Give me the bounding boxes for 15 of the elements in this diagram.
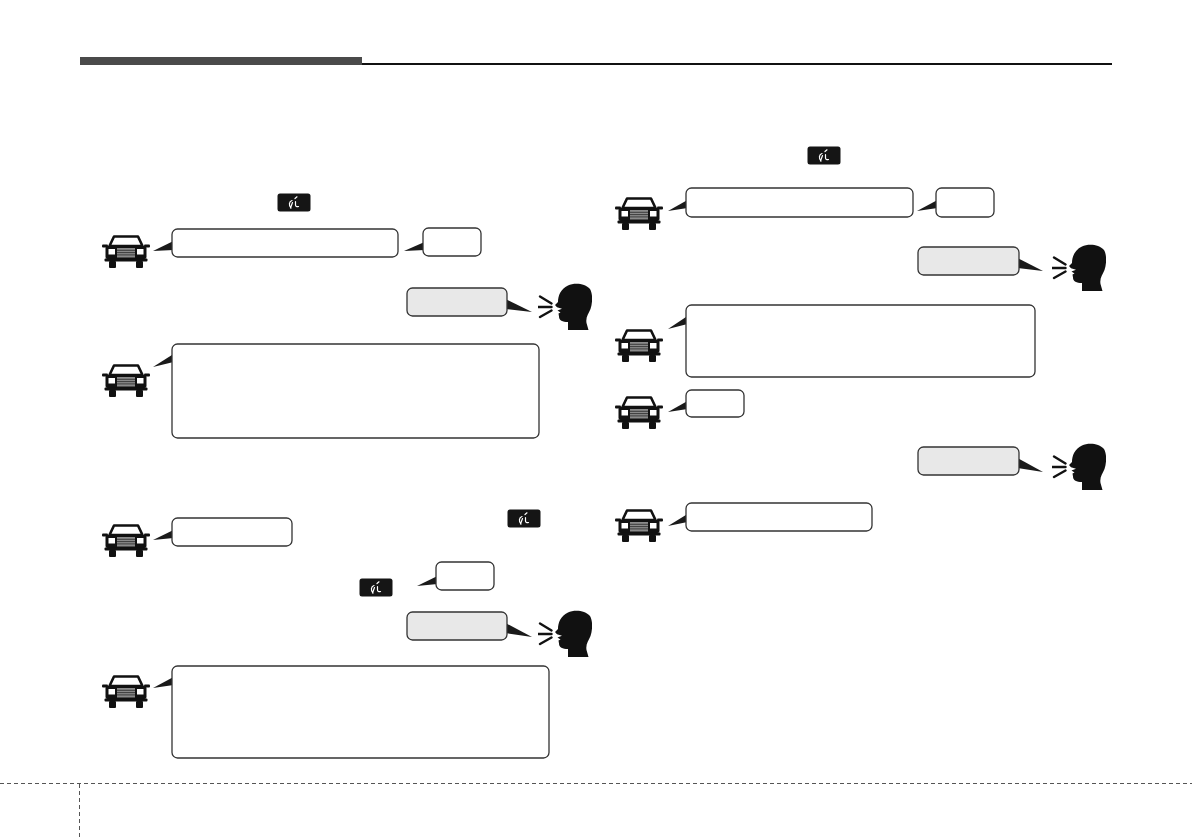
speech-bubble (667, 502, 873, 532)
speech-bubble (667, 389, 745, 418)
speech-bubble (406, 287, 533, 317)
speech-bubble (917, 246, 1044, 276)
speech-bubble (152, 228, 399, 258)
speech-bubble (152, 343, 540, 439)
speech-bubble (152, 665, 550, 759)
speech-bubble (667, 304, 1036, 378)
speech-bubble (403, 227, 482, 257)
speech-bubble (406, 611, 533, 641)
speech-bubble (667, 187, 914, 218)
speech-bubble (416, 561, 495, 591)
speech-bubble (152, 517, 293, 547)
speech-bubble (917, 446, 1044, 476)
speech-bubble (916, 187, 995, 218)
